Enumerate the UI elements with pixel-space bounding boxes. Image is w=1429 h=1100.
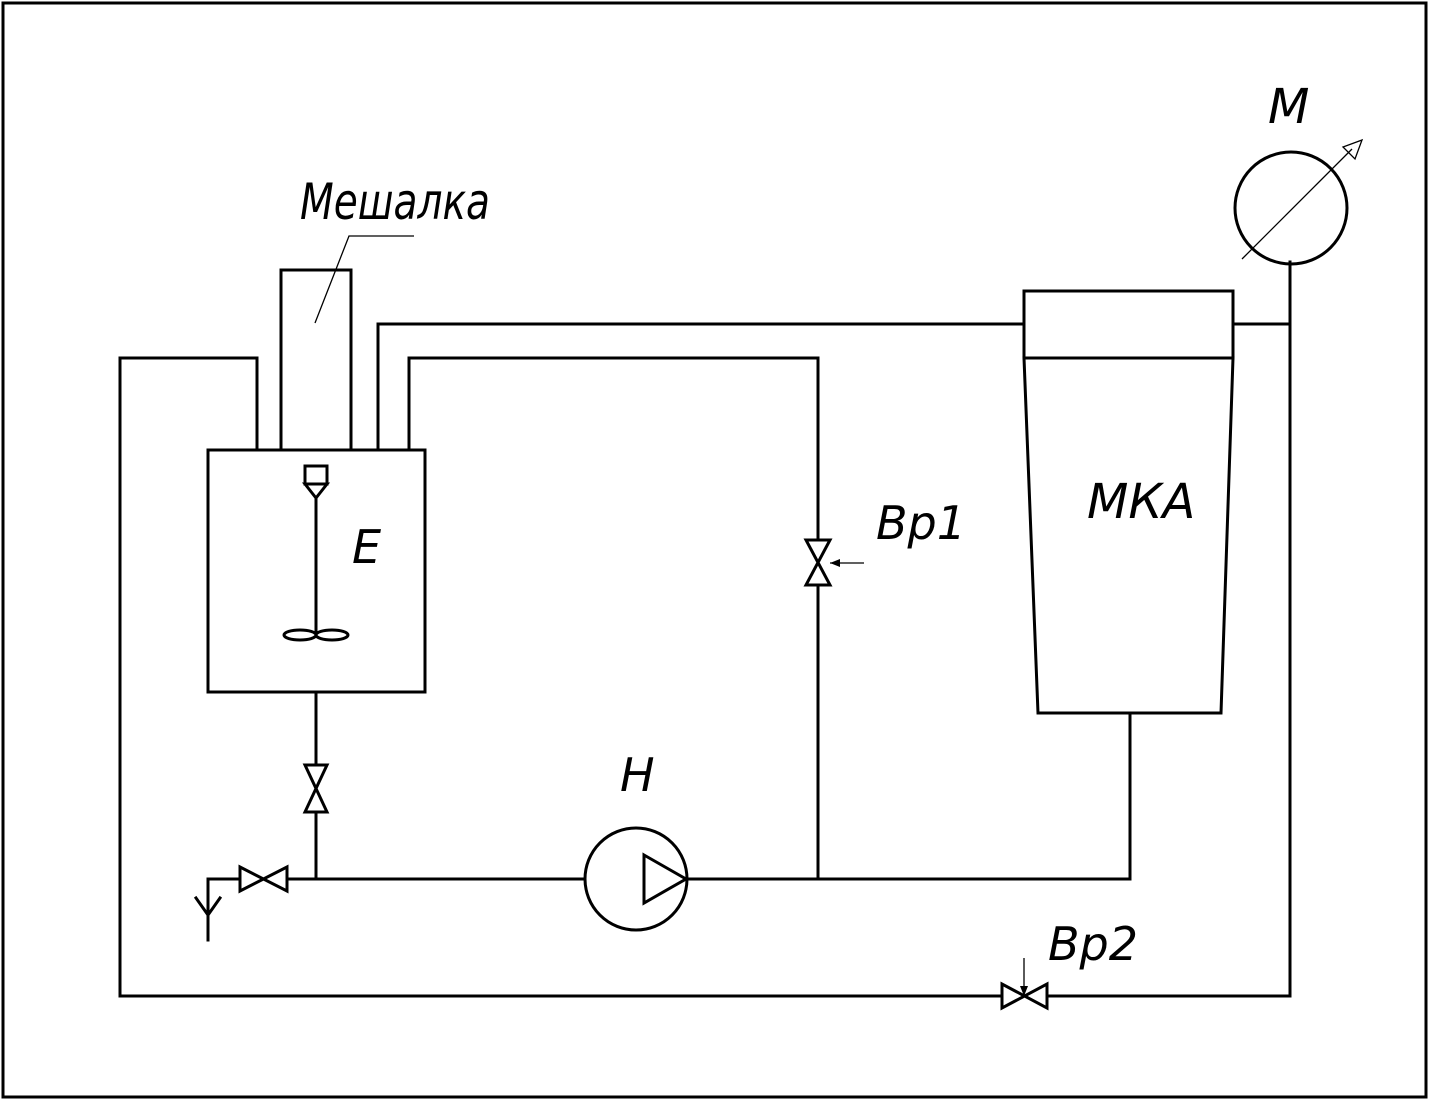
mixer-label: Мешалка [300,173,490,231]
mixer-leader-line [314,235,414,324]
valve-tank-drain [302,763,330,814]
gauge-m [1233,138,1364,266]
pump-h-label: H [620,748,655,802]
apparatus-mka [1022,289,1235,715]
apparatus-mka-label: МКА [1087,474,1195,530]
valve-vr1 [803,538,864,587]
valve-drain-outlet [238,864,289,894]
tank-e [206,268,427,694]
valve-vr2 [1000,958,1049,1011]
valve-vr1-label: Вр1 [876,496,966,550]
gauge-m-label: M [1268,79,1309,135]
pump-h [583,826,690,932]
piping [118,260,1292,998]
tank-label: E [352,520,381,574]
valve-vr2-label: Вр2 [1048,917,1138,971]
